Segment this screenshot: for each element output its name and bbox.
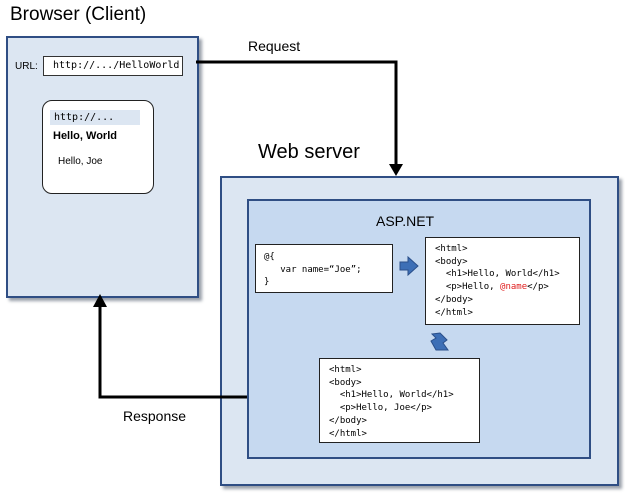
browser-title: Browser (Client) xyxy=(10,4,147,25)
response-arrowhead xyxy=(93,294,107,307)
template-line: </html> xyxy=(435,307,473,318)
request-label: Request xyxy=(248,38,301,54)
output-line: <h1>Hello, World</h1> xyxy=(329,390,454,401)
razor-variable-highlight: @name xyxy=(500,282,528,293)
preview-heading: Hello, World xyxy=(53,130,117,142)
output-html-box: <html> <body> <h1>Hello, World</h1> <p>He… xyxy=(319,358,480,443)
output-line: <body> xyxy=(329,377,362,388)
razor-code-line: var name=“Joe”; xyxy=(264,264,362,275)
request-arrowhead xyxy=(389,164,403,176)
response-label: Response xyxy=(123,408,187,424)
output-line: <p>Hello, Joe</p> xyxy=(329,403,432,414)
template-line: <body> xyxy=(435,256,468,267)
output-line: </html> xyxy=(329,428,367,439)
process-arrow-down-icon xyxy=(430,332,449,351)
template-line: <h1>Hello, World</h1> xyxy=(435,269,560,280)
template-line: </body> xyxy=(435,294,473,305)
aspnet-title: ASP.NET xyxy=(376,213,435,229)
razor-code-box: @{ var name=“Joe”;} xyxy=(255,244,393,293)
response-arrow xyxy=(98,306,247,399)
template-line-prefix: <p>Hello, xyxy=(435,282,501,293)
request-arrow xyxy=(196,60,398,166)
process-arrow-right-icon xyxy=(399,255,419,277)
template-line-suffix: </p> xyxy=(527,282,549,293)
template-line: <p>Hello, @name</p> xyxy=(435,281,579,294)
preview-text: Hello, Joe xyxy=(58,156,103,167)
webserver-title: Web server xyxy=(258,141,360,163)
razor-code-line: } xyxy=(264,277,270,288)
output-line: <html> xyxy=(329,365,362,375)
preview-url-bar: http://... xyxy=(50,110,140,125)
url-label: URL: xyxy=(15,61,38,72)
template-html-box: <html> <body> <h1>Hello, World</h1> <p>He… xyxy=(425,237,580,325)
razor-code-line: @{ xyxy=(264,252,275,262)
output-line: </body> xyxy=(329,415,367,426)
url-box: http://.../HelloWorld xyxy=(43,56,183,76)
template-line: <html> xyxy=(435,244,468,254)
